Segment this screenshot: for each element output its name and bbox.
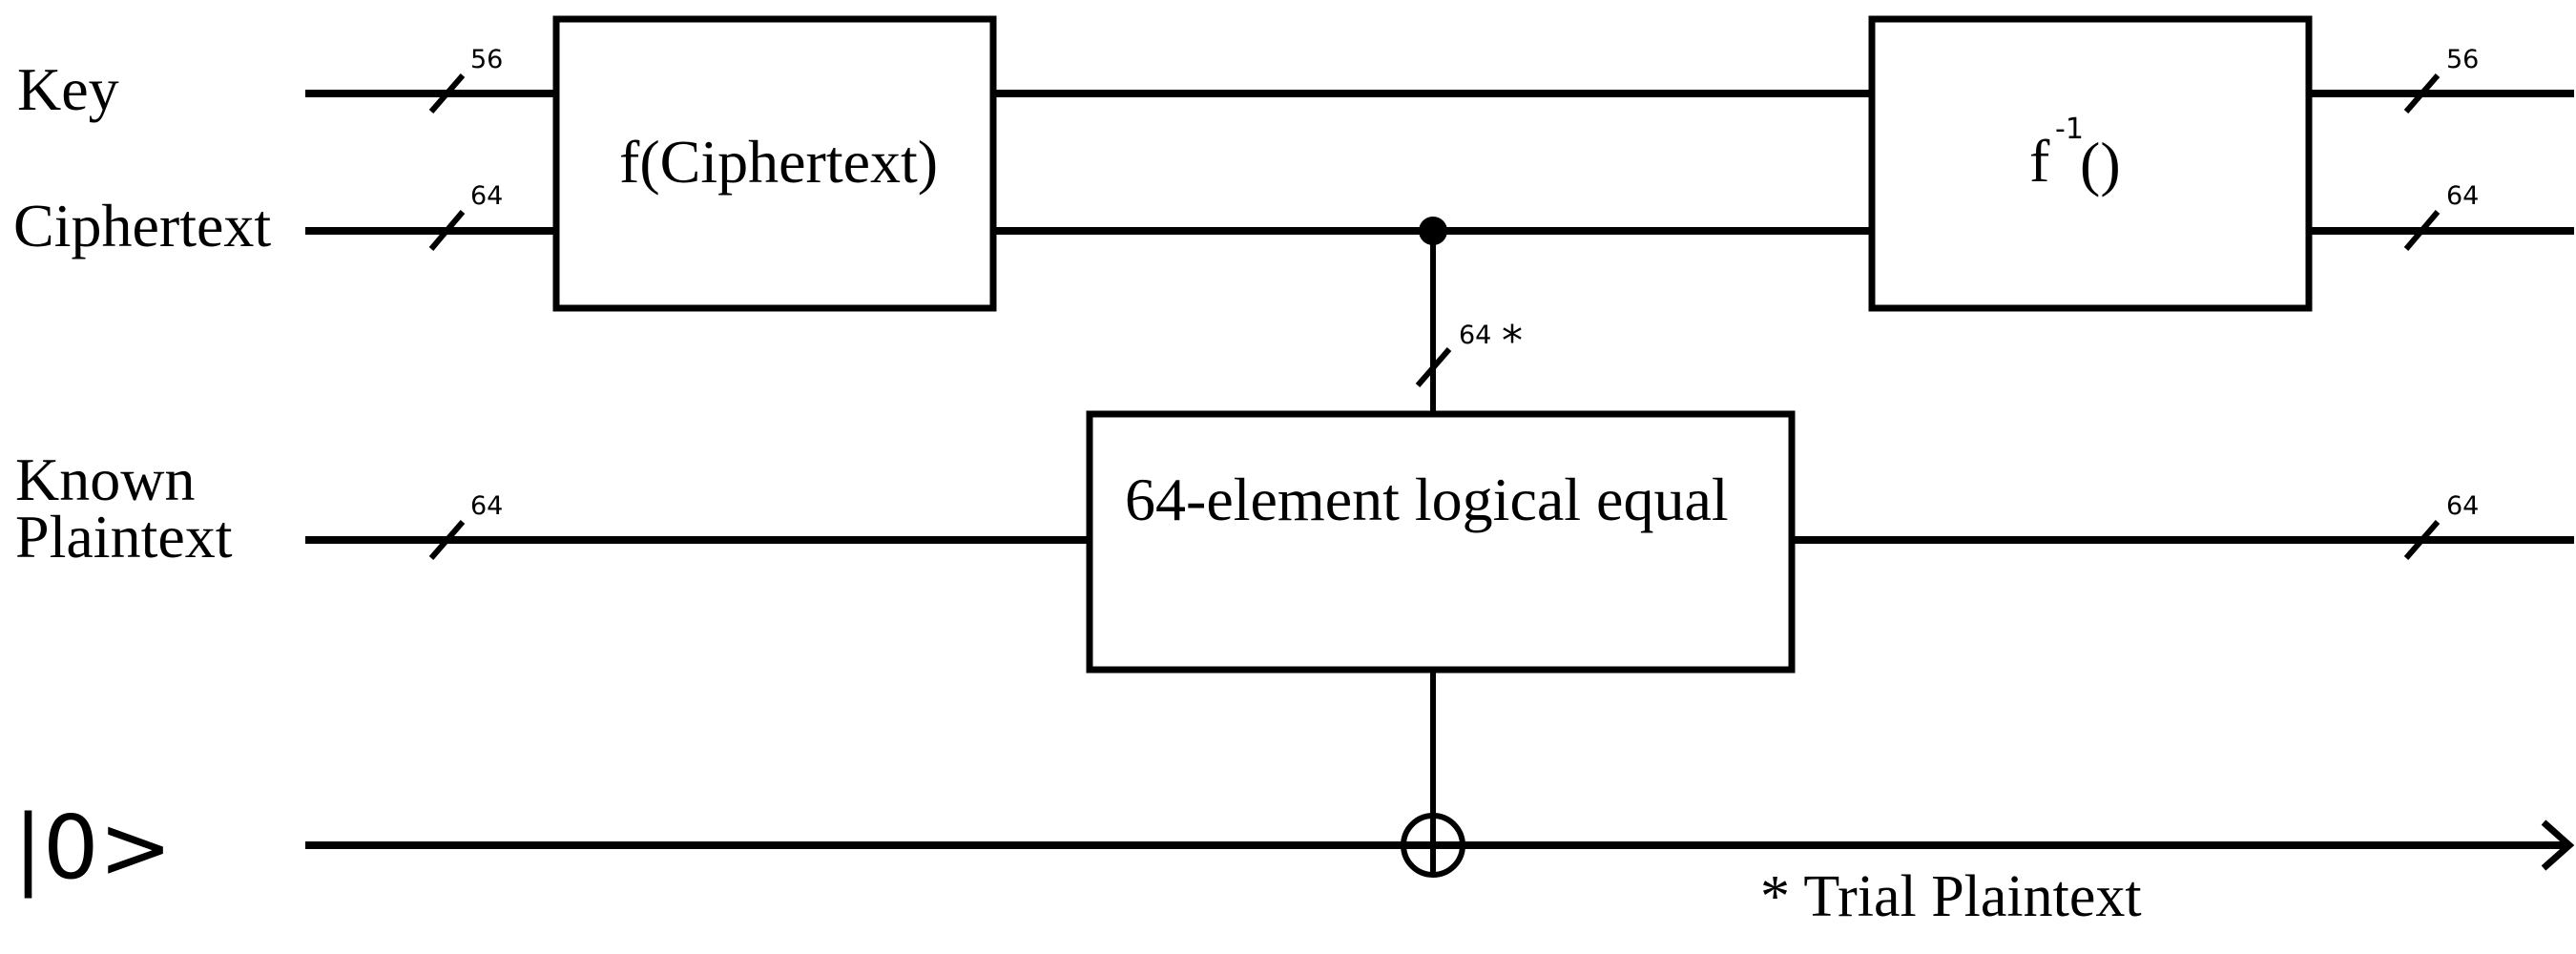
bus-slash-icon [2403,210,2441,251]
wire-label-known-plaintext-line2: Plaintext [15,503,233,570]
gate-f: f(Ciphertext) [552,15,997,312]
bus-width-ciphertext-in: 64 [470,181,503,211]
trial-plaintext-marker: * [1502,317,1523,365]
bus-slash-icon [428,520,466,560]
xor-target-icon [1401,813,1465,878]
gate-f-inverse-base: f [2029,127,2050,195]
bus-width-key-in: 56 [470,45,503,74]
gate-logical-equal: 64-element logical equal [1086,410,1796,674]
wire-label-ancilla: |0> [13,797,173,899]
wire-label-ciphertext: Ciphertext [13,192,271,259]
gate-f-inverse: f -1 () [1868,15,2313,312]
bus-width-key-out: 56 [2446,45,2479,74]
gate-f-inverse-superscript: -1 [2055,113,2084,146]
control-dot-icon [1419,217,1447,245]
bus-slash-icon [2403,73,2441,114]
wire-ancilla [305,819,2575,871]
gate-f-box [552,15,997,312]
bus-slash-icon [1415,347,1452,387]
wire-label-known-plaintext-line1: Known [15,446,195,513]
bus-width-known-plaintext-in: 64 [470,491,503,521]
footnote-trial-plaintext: * Trial Plaintext [1760,864,2142,929]
gate-f-inverse-box [1868,15,2313,312]
gate-logical-equal-box [1086,410,1796,674]
bus-slash-icon [428,210,466,251]
gate-f-inverse-args: () [2080,130,2121,197]
wire-key: 56 56 [305,45,2574,114]
wire-label-key: Key [17,55,119,123]
bus-slash-icon [2403,520,2441,560]
gate-logical-equal-label: 64-element logical equal [1125,466,1729,533]
arrow-head-icon [2541,819,2575,871]
bus-width-known-plaintext-out: 64 [2446,491,2479,521]
bus-width-ciphertext-out: 64 [2446,181,2479,211]
bus-slash-icon [428,73,466,114]
gate-f-label: f(Ciphertext) [619,128,938,196]
wire-known-plaintext: 64 64 [305,491,2574,560]
bus-width-control: 64 [1459,321,1491,350]
